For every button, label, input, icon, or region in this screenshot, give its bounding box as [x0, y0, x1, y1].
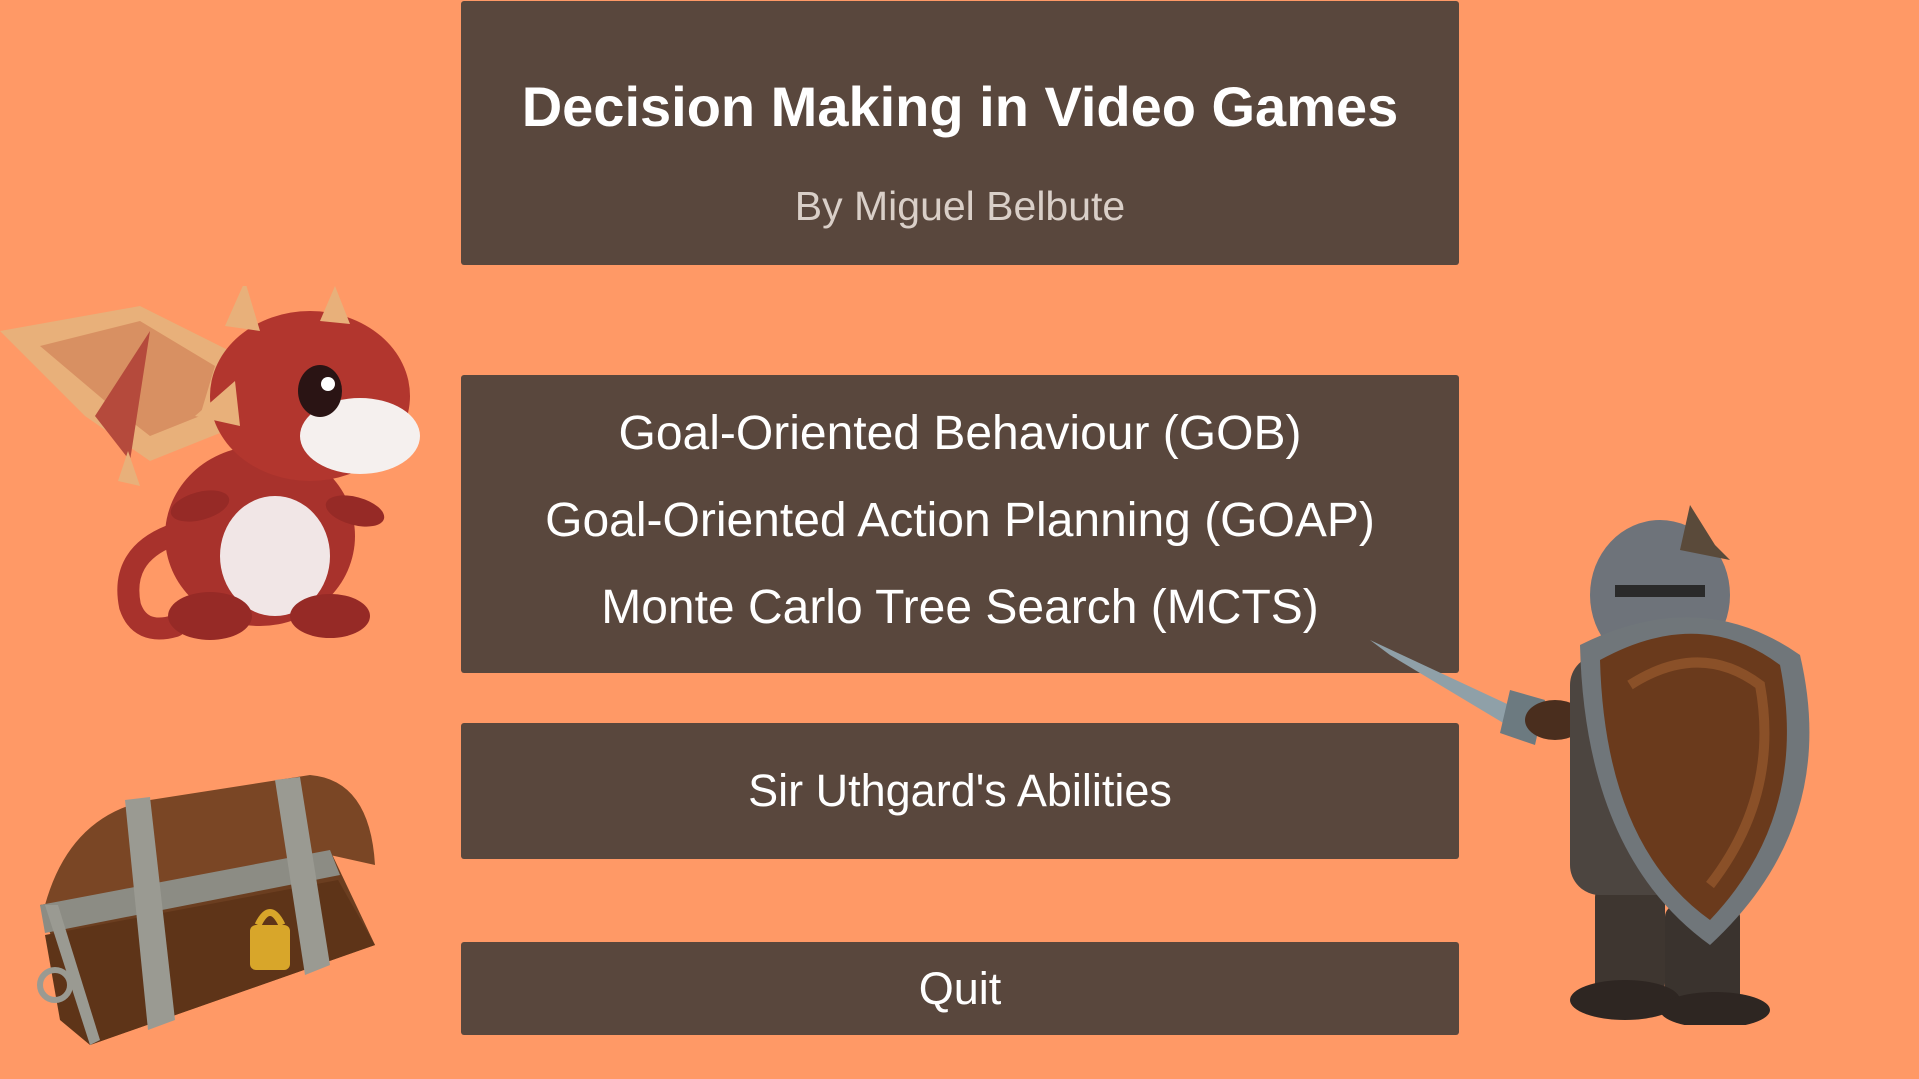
quit-button[interactable]: Quit	[461, 942, 1459, 1035]
quit-button-label: Quit	[918, 962, 1002, 1014]
abilities-button[interactable]: Sir Uthgard's Abilities	[461, 723, 1459, 859]
menu-item-mcts[interactable]: Monte Carlo Tree Search (MCTS)	[601, 581, 1319, 634]
game-title: Decision Making in Video Games	[521, 75, 1399, 138]
menu-item-gob[interactable]: Goal-Oriented Behaviour (GOB)	[618, 407, 1302, 460]
abilities-button-label: Sir Uthgard's Abilities	[748, 765, 1172, 816]
author-subtitle: By Miguel Belbute	[794, 183, 1126, 229]
treasure-chest	[37, 775, 375, 1045]
dragon-character	[0, 286, 420, 640]
knight-character	[1370, 505, 1810, 1025]
menu-item-goap[interactable]: Goal-Oriented Action Planning (GOAP)	[545, 494, 1375, 547]
technique-menu: Goal-Oriented Behaviour (GOB) Goal-Orien…	[461, 375, 1459, 673]
title-panel: Decision Making in Video Games By Miguel…	[461, 1, 1459, 265]
